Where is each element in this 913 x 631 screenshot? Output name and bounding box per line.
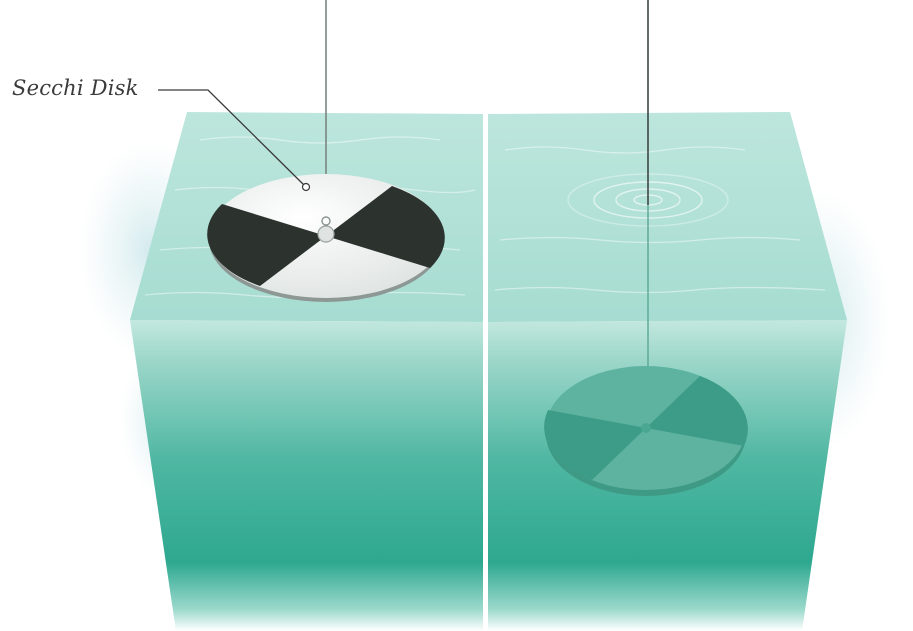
annotation-leader (158, 89, 311, 192)
secchi-disk-label: Secchi Disk (12, 76, 139, 100)
left-tank-front (130, 320, 483, 631)
right-secchi-disk (544, 0, 748, 496)
disk-quadrant-left (207, 204, 326, 286)
left-secchi-disk (207, 0, 445, 302)
disk-quadrant-right (326, 186, 445, 268)
tank-divider (483, 112, 488, 631)
disk-center-bolt (317, 225, 335, 243)
